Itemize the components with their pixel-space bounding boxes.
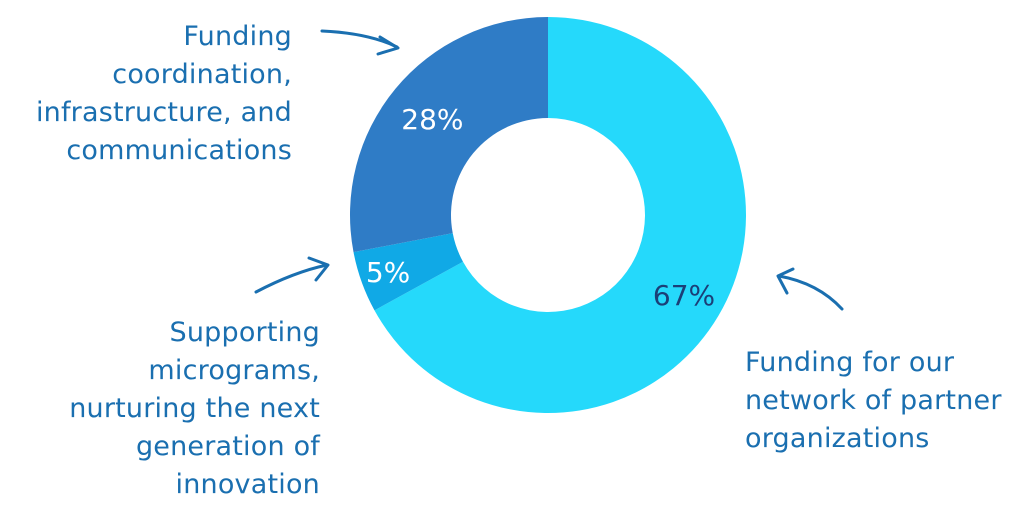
arrowhead-coordination [376, 35, 400, 56]
arrowhead-partners [776, 267, 795, 295]
callout-micrograms: Supporting micrograms, nurturing the nex… [0, 314, 320, 504]
callout-line: organizations [745, 423, 930, 454]
donut-slice-2 [349, 17, 548, 253]
callout-line: infrastructure, and [35, 97, 292, 128]
callout-line: Funding [183, 21, 292, 52]
arrow-partners [777, 274, 844, 311]
callout-line: Supporting [169, 317, 320, 348]
callout-line: nurturing the next [69, 393, 320, 424]
donut-slice-0 [374, 17, 746, 413]
arrow-micro [254, 263, 329, 294]
slice-value-label: 67% [653, 279, 715, 312]
callout-coordination: Funding coordination, infrastructure, an… [0, 18, 292, 170]
callout-line: communications [66, 135, 292, 166]
callout-line: Funding for our [745, 347, 955, 378]
slice-labels: 67% 5% 28% [366, 103, 715, 312]
callout-arrows [254, 29, 844, 311]
donut-slice-1 [353, 233, 463, 311]
arrowhead-micro [307, 256, 330, 282]
callout-partners: Funding for our network of partner organ… [745, 344, 1015, 458]
callout-line: coordination, [112, 59, 292, 90]
callout-line: generation of [135, 431, 320, 462]
callout-line: innovation [175, 469, 320, 500]
donut-slices [349, 17, 746, 413]
callout-line: micrograms, [148, 355, 320, 386]
callout-line: network of partner [745, 385, 1002, 416]
slice-value-label: 28% [401, 103, 463, 136]
slice-value-label: 5% [366, 256, 410, 289]
